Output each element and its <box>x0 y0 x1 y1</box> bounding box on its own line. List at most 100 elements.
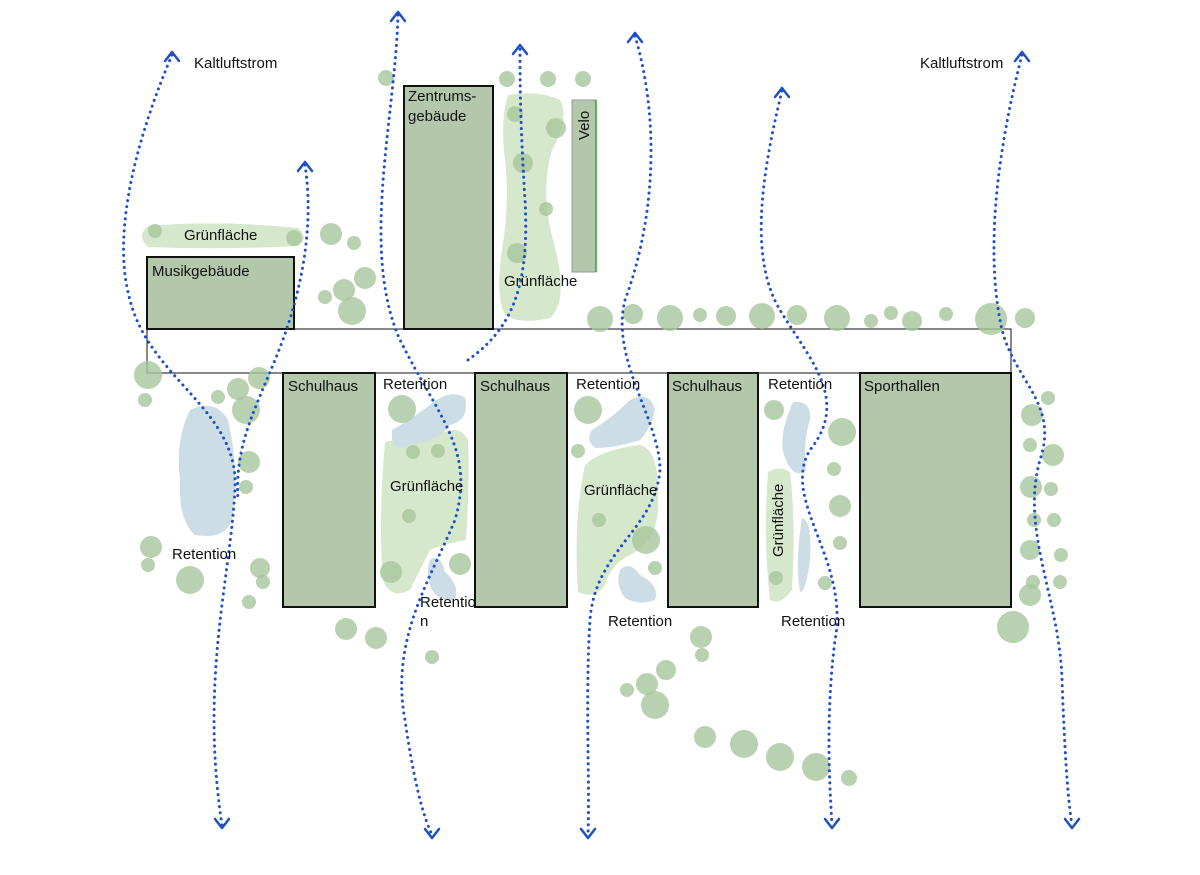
tree <box>286 230 302 246</box>
arrow-down-icon <box>1063 817 1081 830</box>
tree <box>540 71 556 87</box>
tree <box>574 396 602 424</box>
labels: Kaltluftstrom Kaltluftstrom Grünfläche G… <box>152 55 1003 630</box>
tree <box>829 495 851 517</box>
retention-area-top-2 <box>589 396 655 448</box>
label-schulhaus: Schulhaus <box>672 378 742 395</box>
green-area-mid-3 <box>765 468 794 602</box>
tree <box>449 553 471 575</box>
tree <box>1023 438 1037 452</box>
label-musikgebaeude: Musikgebäude <box>152 263 250 280</box>
tree <box>716 306 736 326</box>
tree <box>333 279 355 301</box>
label-zentrum-line2: gebäude <box>408 108 466 125</box>
building-zentrum <box>403 85 494 330</box>
label-sporthallen: Sporthallen <box>864 378 940 395</box>
label-gruenflaeche: Grünfläche <box>584 482 657 499</box>
tree <box>632 526 660 554</box>
tree <box>140 536 162 558</box>
tree <box>975 303 1007 335</box>
tree <box>648 561 662 575</box>
tree <box>138 393 152 407</box>
tree <box>338 297 366 325</box>
airflow-path <box>379 13 463 837</box>
label-schulhaus: Schulhaus <box>480 378 550 395</box>
tree <box>239 480 253 494</box>
arrow-down-icon <box>213 817 231 830</box>
tree <box>1019 584 1041 606</box>
tree <box>499 71 515 87</box>
tree <box>250 558 270 578</box>
tree <box>431 444 445 458</box>
arrow-up-icon <box>1013 50 1031 63</box>
arrow-down-icon <box>823 817 841 830</box>
tree <box>406 445 420 459</box>
label-retention: Retention <box>576 376 640 393</box>
building-schulhaus-2 <box>474 372 568 608</box>
green-area-mid-1 <box>380 429 469 594</box>
tree <box>997 611 1029 643</box>
tree <box>380 561 402 583</box>
tree <box>636 673 658 695</box>
retention-area-bottom-2 <box>618 566 656 603</box>
tree <box>1027 513 1041 527</box>
tree <box>335 618 357 640</box>
building-sporthallen <box>859 372 1012 608</box>
tree <box>939 307 953 321</box>
arrow-up-icon <box>626 31 644 44</box>
tree <box>1044 482 1058 496</box>
building-schulhaus-1 <box>282 372 376 608</box>
tree <box>764 400 784 420</box>
tree <box>884 306 898 320</box>
building-velo <box>571 99 597 273</box>
label-retention: Retention <box>383 376 447 393</box>
tree <box>1041 391 1055 405</box>
tree <box>656 660 676 680</box>
tree <box>730 730 758 758</box>
label-retention: Retention <box>608 613 672 630</box>
tree <box>513 153 533 173</box>
arrow-down-icon <box>423 827 441 840</box>
label-gruenflaeche: Grünfläche <box>390 478 463 495</box>
tree <box>818 576 832 590</box>
tree <box>211 390 225 404</box>
label-gruenflaeche: Grünfläche <box>504 273 577 290</box>
tree <box>378 70 394 86</box>
airflow-path <box>992 53 1074 827</box>
label-retention-line1: Retentio <box>420 594 476 611</box>
tree <box>134 361 162 389</box>
tree <box>227 378 249 400</box>
arrow-up-icon <box>163 50 181 63</box>
label-retention: Retention <box>768 376 832 393</box>
tree <box>1054 548 1068 562</box>
tree <box>841 770 857 786</box>
arrow-up-icon <box>511 43 529 56</box>
tree <box>388 395 416 423</box>
airflows <box>122 10 1081 840</box>
arrow-down-icon <box>579 827 597 840</box>
tree <box>769 571 783 585</box>
retention-area-bottom-3 <box>797 518 811 592</box>
tree <box>766 743 794 771</box>
tree <box>620 683 634 697</box>
tree <box>1021 404 1043 426</box>
arrow-up-icon <box>773 86 791 99</box>
retention-area-top-3 <box>782 401 811 474</box>
tree <box>575 71 591 87</box>
building-musik <box>146 256 295 330</box>
tree <box>176 566 204 594</box>
tree <box>546 118 566 138</box>
tree <box>242 595 256 609</box>
tree <box>657 305 683 331</box>
tree <box>365 627 387 649</box>
tree <box>354 267 376 289</box>
retention-area-left <box>178 405 236 536</box>
tree <box>507 106 523 122</box>
tree <box>1020 476 1042 498</box>
airflow-path <box>759 89 839 827</box>
tree <box>1015 308 1035 328</box>
tree <box>641 691 669 719</box>
label-velo: Velo <box>576 111 593 140</box>
label-kaltluftstrom-left: Kaltluftstrom <box>194 55 277 72</box>
